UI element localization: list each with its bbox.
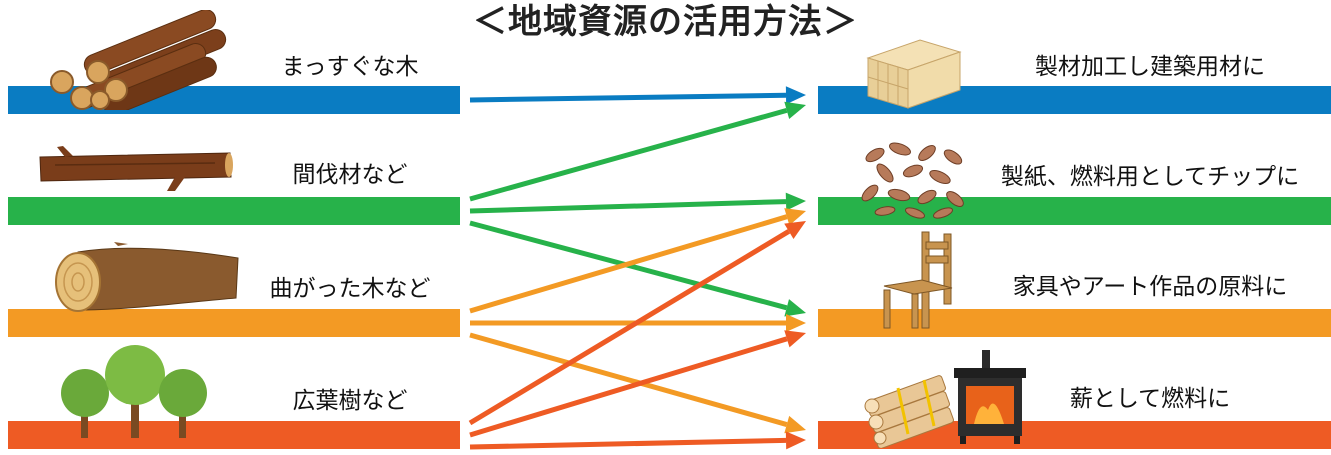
- lumber-stack-icon: [860, 38, 965, 110]
- bent-log-icon: [48, 240, 248, 320]
- log-pile-icon: [40, 10, 230, 110]
- arrow-line-2: [469, 199, 787, 214]
- arrow-head-8: [784, 330, 806, 348]
- arrow-line-9: [469, 437, 787, 450]
- use-label-furniture-art: 家具やアート作品の原料に: [1012, 274, 1288, 300]
- arrow-line-1: [469, 107, 788, 202]
- arrow-head-2: [785, 192, 806, 211]
- use-label-firewood: 薪として燃料に: [1069, 386, 1231, 412]
- arrow-head-4: [784, 208, 806, 226]
- chair-icon: [878, 230, 958, 330]
- diagram-title: ＜地域資源の活用方法＞: [473, 2, 858, 42]
- arrow-head-9: [785, 431, 806, 450]
- source-bar-1: [8, 197, 460, 225]
- arrow-head-3: [784, 299, 806, 317]
- arrow-head-7: [784, 221, 806, 240]
- source-bar-2: [8, 309, 460, 337]
- broadleaf-trees-icon: [55, 345, 215, 440]
- use-label-building-lumber: 製材加工し建築用材に: [1035, 54, 1265, 80]
- source-label-bent-wood: 曲がった木など: [269, 276, 431, 302]
- arrow-head-5: [786, 314, 806, 332]
- thin-branch-icon: [35, 145, 235, 195]
- arrow-line-0: [469, 92, 787, 103]
- arrow-head-0: [785, 86, 806, 105]
- arrow-head-6: [784, 415, 806, 434]
- arrow-line-4: [469, 214, 788, 314]
- firewood-stove-icon: [858, 348, 1033, 448]
- use-bar-1: [818, 197, 1331, 225]
- source-label-thinned-wood: 間伐材など: [292, 162, 408, 188]
- stove-icon: [954, 350, 1026, 444]
- arrow-line-7: [468, 229, 791, 426]
- use-bar-2: [818, 309, 1331, 337]
- wood-chips-icon: [855, 135, 975, 220]
- source-label-broadleaf: 広葉樹など: [292, 388, 408, 414]
- arrow-line-8: [469, 336, 788, 438]
- source-label-straight-wood: まっすぐな木: [281, 54, 419, 80]
- arrow-line-6: [469, 332, 788, 427]
- use-label-chips: 製紙、燃料用としてチップに: [1000, 164, 1300, 190]
- arrow-head-1: [784, 101, 806, 120]
